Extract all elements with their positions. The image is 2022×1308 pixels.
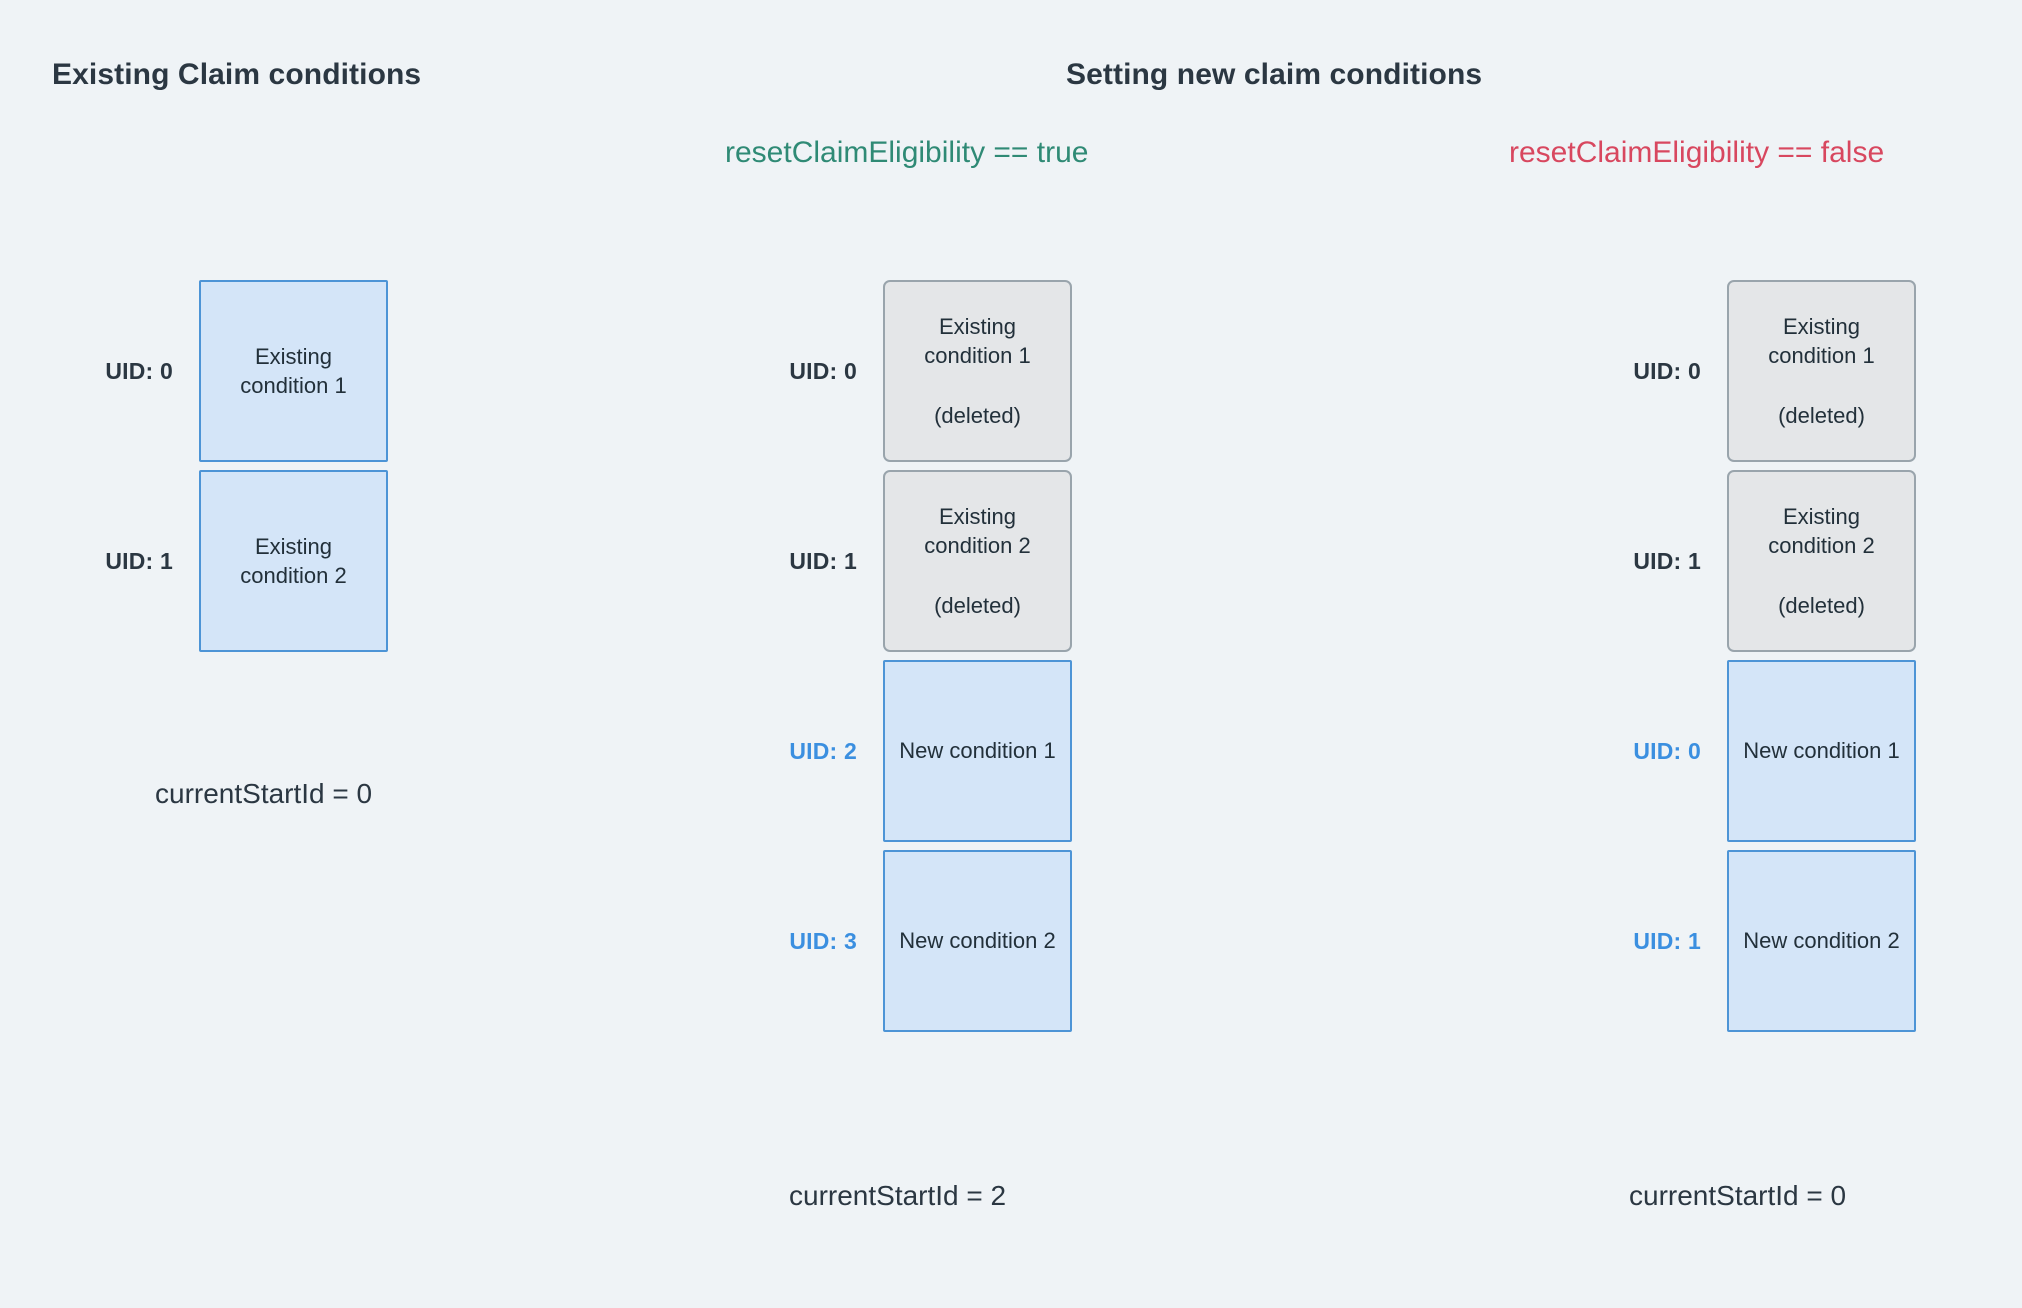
uid-label: UID: 2: [789, 737, 857, 764]
condition-box-status: (deleted): [934, 592, 1021, 618]
condition-box-title: New condition 2: [1743, 928, 1900, 954]
condition-box: Existing condition 2: [199, 470, 388, 652]
column-reset-true: UID: 0 Existing condition 1 (deleted) UI…: [684, 0, 1104, 1308]
condition-box-new: New condition 1: [883, 660, 1072, 842]
condition-box-title: New condition 2: [899, 928, 1056, 954]
condition-box-deleted: Existing condition 1 (deleted): [883, 280, 1072, 462]
condition-row: UID: 0 Existing condition 1: [0, 276, 420, 466]
condition-box-title: Existing condition 2: [924, 504, 1031, 559]
uid-label: UID: 0: [105, 357, 173, 384]
heading-setting-new-claim-conditions: Setting new claim conditions: [1066, 58, 1483, 91]
uid-label: UID: 3: [789, 927, 857, 954]
condition-box-title: Existing condition 2: [240, 533, 347, 588]
uid-label: UID: 1: [105, 547, 173, 574]
condition-box-title: Existing condition 1: [240, 343, 347, 398]
uid-label: UID: 0: [1633, 357, 1701, 384]
condition-box-status: (deleted): [1778, 592, 1865, 618]
condition-box-title: New condition 1: [899, 738, 1056, 764]
condition-row: UID: 1 New condition 2: [1528, 846, 1948, 1036]
condition-box-title: Existing condition 2: [1768, 504, 1875, 559]
condition-row: UID: 3 New condition 2: [684, 846, 1104, 1036]
condition-box-deleted: Existing condition 2 (deleted): [1727, 470, 1916, 652]
uid-label: UID: 0: [1633, 737, 1701, 764]
condition-box-status: (deleted): [934, 402, 1021, 428]
condition-box-title: New condition 1: [1743, 738, 1900, 764]
condition-row: UID: 1 Existing condition 2: [0, 466, 420, 656]
condition-row: UID: 1 Existing condition 2 (deleted): [684, 466, 1104, 656]
footer-current-start-id-reset-true: currentStartId = 2: [789, 1180, 1007, 1211]
footer-current-start-id-existing: currentStartId = 0: [155, 778, 373, 809]
condition-row: UID: 2 New condition 1: [684, 656, 1104, 846]
condition-box: Existing condition 1: [199, 280, 388, 462]
condition-row: UID: 0 New condition 1: [1528, 656, 1948, 846]
condition-box-new: New condition 2: [1727, 850, 1916, 1032]
condition-box-deleted: Existing condition 1 (deleted): [1727, 280, 1916, 462]
uid-label: UID: 1: [1633, 547, 1701, 574]
condition-box-new: New condition 1: [1727, 660, 1916, 842]
heading-existing-claim-conditions: Existing Claim conditions: [52, 58, 422, 91]
column-reset-false: UID: 0 Existing condition 1 (deleted) UI…: [1528, 0, 1948, 1308]
condition-box-deleted: Existing condition 2 (deleted): [883, 470, 1072, 652]
condition-box-new: New condition 2: [883, 850, 1072, 1032]
condition-box-status: (deleted): [1778, 402, 1865, 428]
condition-box-title: Existing condition 1: [924, 314, 1031, 369]
uid-label: UID: 1: [789, 547, 857, 574]
uid-label: UID: 1: [1633, 927, 1701, 954]
flag-reset-claim-eligibility-false: resetClaimEligibility == false: [1509, 136, 1885, 169]
footer-current-start-id-reset-false: currentStartId = 0: [1629, 1180, 1847, 1211]
column-existing-conditions: UID: 0 Existing condition 1 UID: 1 Exist…: [0, 0, 420, 1308]
condition-box-title: Existing condition 1: [1768, 314, 1875, 369]
condition-row: UID: 1 Existing condition 2 (deleted): [1528, 466, 1948, 656]
flag-reset-claim-eligibility-true: resetClaimEligibility == true: [725, 136, 1089, 169]
condition-row: UID: 0 Existing condition 1 (deleted): [684, 276, 1104, 466]
condition-row: UID: 0 Existing condition 1 (deleted): [1528, 276, 1948, 466]
uid-label: UID: 0: [789, 357, 857, 384]
